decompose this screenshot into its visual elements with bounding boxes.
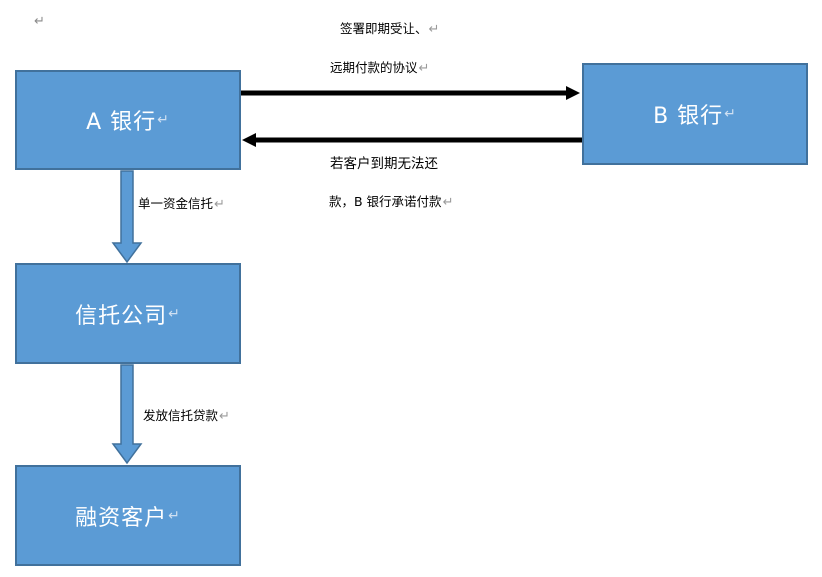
block-arrow-trust-to-client [111,364,143,465]
node-bank-a: A 银行↵ [15,70,241,170]
edge-label-a-to-trust: 单一资金信托↵ [138,196,225,212]
node-bank-a-label: A 银行 [86,110,157,135]
paragraph-mark: ↵ [168,507,181,524]
node-financing-client: 融资客户↵ [15,465,241,566]
node-bank-b-label: B 银行 [653,104,724,129]
node-bank-b: B 银行↵ [582,63,808,165]
paragraph-mark: ↵ [418,61,430,76]
arrow-a-to-b [240,86,580,100]
block-arrow-a-to-trust [111,170,143,264]
paragraph-mark: ↵ [214,197,225,212]
paragraph-mark: ↵ [442,195,454,210]
paragraph-mark: ↵ [157,112,170,128]
paragraph-mark: ↵ [219,409,230,424]
edge-label-a-to-b-line1: 签署即期受让、↵ [340,21,440,37]
paragraph-mark: ↵ [724,106,737,122]
edge-label-b-to-a-line1: 若客户到期无法还 [330,156,438,172]
paragraph-mark: ↵ [168,305,181,322]
node-trust-company-label: 信托公司 [75,303,168,329]
edge-label-trust-to-client: 发放信托贷款↵ [143,408,230,424]
node-trust-company: 信托公司↵ [15,263,241,364]
node-financing-client-label: 融资客户 [75,505,168,531]
arrow-b-to-a [242,133,584,147]
paragraph-mark: ↵ [428,22,440,37]
edge-label-b-to-a-line2: 款，B 银行承诺付款↵ [329,194,454,210]
edge-label-a-to-b-line2: 远期付款的协议↵ [330,60,430,76]
paragraph-mark: ↵ [34,14,45,29]
